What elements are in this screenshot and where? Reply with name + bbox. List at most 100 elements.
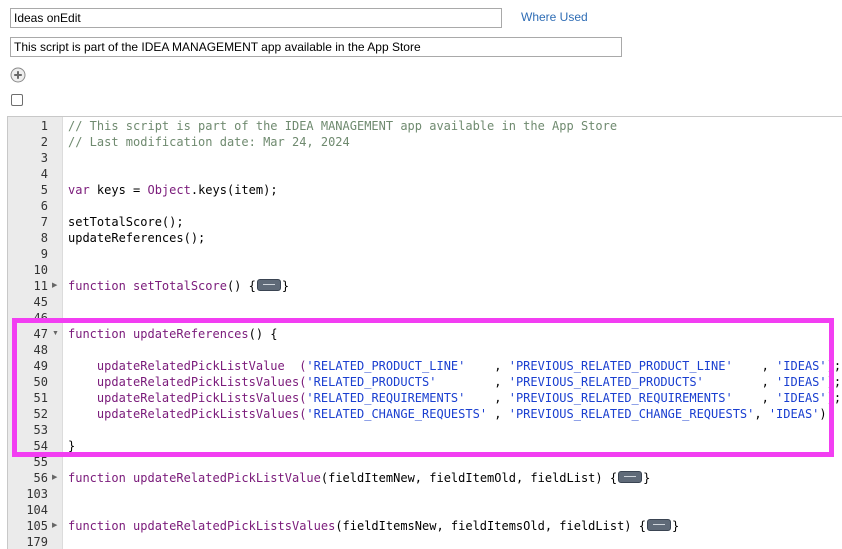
code-token: ,	[436, 375, 509, 389]
function-token: updateRelatedPickListValue	[125, 471, 321, 485]
keyword-token: function	[68, 471, 126, 485]
string-token: 'RELATED_PRODUCTS'	[306, 375, 437, 389]
fold-closed-icon[interactable]: ▶	[52, 474, 58, 481]
script-description-input[interactable]: This script is part of the IDEA MANAGEME…	[10, 37, 622, 57]
code-token: ,	[754, 407, 769, 421]
code-token: );	[826, 375, 842, 389]
string-token: 'PREVIOUS_RELATED_PRODUCTS'	[508, 375, 704, 389]
code-token: ,	[732, 391, 777, 405]
function-token: updateRelatedPickListValue (	[68, 359, 307, 373]
code-token: ,	[465, 359, 509, 373]
line-number: 7	[40, 215, 48, 229]
line-number: 52	[33, 407, 48, 421]
line-number: 50	[33, 375, 48, 389]
code-line: updateRelatedPickListValue ('RELATED_PRO…	[68, 358, 841, 374]
script-name-input[interactable]: Ideas onEdit	[10, 8, 502, 28]
code-line: // Last modification date: Mar 24, 2024	[68, 135, 350, 149]
code-line: function updateReferences() {	[68, 326, 278, 342]
line-number: 51	[33, 391, 48, 405]
code-editor[interactable]: 1 2 3 4 5 6 7 8 9 10 11 45 46 47 48 49 5…	[7, 116, 842, 549]
code-token: );	[826, 359, 842, 373]
keyword-token: var	[68, 183, 90, 197]
code-line: function updateRelatedPickListValue(fiel…	[68, 470, 650, 486]
code-line: function updateRelatedPickListsValues(fi…	[68, 518, 679, 534]
line-number: 104	[26, 503, 48, 517]
line-number: 47	[33, 327, 48, 341]
function-token: updateReferences	[125, 327, 249, 341]
line-number: 6	[40, 199, 48, 213]
line-number: 54	[33, 439, 48, 453]
where-used-link[interactable]: Where Used	[521, 10, 588, 24]
function-token: updateRelatedPickListsValues	[125, 519, 336, 533]
function-token: setTotalScore	[125, 279, 227, 293]
line-number: 45	[33, 295, 48, 309]
line-number: 49	[33, 359, 48, 373]
string-token: 'PREVIOUS_RELATED_REQUIREMENTS'	[508, 391, 733, 405]
string-token: 'RELATED_CHANGE_REQUESTS'	[306, 407, 488, 421]
line-number: 103	[26, 487, 48, 501]
code-token: );	[819, 407, 834, 421]
line-number: 179	[26, 535, 48, 549]
string-token: 'IDEAS'	[776, 391, 827, 405]
code-token: }	[281, 279, 290, 293]
code-line: // This script is part of the IDEA MANAG…	[68, 119, 618, 133]
string-token: 'IDEAS'	[776, 359, 827, 373]
line-number: 9	[40, 247, 48, 261]
code-token: ,	[487, 407, 509, 421]
keyword-token: function	[68, 279, 126, 293]
string-token: 'IDEAS'	[768, 407, 820, 421]
code-token: (fieldItemsNew, fieldItemsOld, fieldList…	[335, 519, 646, 533]
function-token: updateRelatedPickListsValues(	[68, 375, 307, 389]
code-token: ,	[732, 359, 777, 373]
line-number: 56	[33, 471, 48, 485]
line-number: 46	[33, 311, 48, 325]
function-token: Object	[147, 183, 191, 197]
code-line: var keys = Object.keys(item);	[68, 182, 278, 198]
code-line: updateReferences();	[68, 231, 206, 245]
code-line: updateRelatedPickListsValues('RELATED_PR…	[68, 374, 841, 390]
checkbox[interactable]	[11, 94, 23, 106]
code-line: updateRelatedPickListsValues('RELATED_CH…	[68, 406, 834, 422]
code-token: (fieldItemNew, fieldItemOld, fieldList) …	[320, 471, 618, 485]
code-line: function setTotalScore() {}	[68, 278, 289, 294]
string-token: 'PREVIOUS_RELATED_CHANGE_REQUESTS'	[508, 407, 755, 421]
code-line: updateRelatedPickListsValues('RELATED_RE…	[68, 390, 841, 406]
fold-closed-icon[interactable]: ▶	[52, 282, 58, 289]
code-token: );	[826, 391, 842, 405]
line-number: 55	[33, 455, 48, 469]
folded-code-icon[interactable]	[618, 471, 643, 483]
line-number: 4	[40, 167, 48, 181]
line-number: 48	[33, 343, 48, 357]
keyword-token: function	[68, 327, 126, 341]
line-number: 10	[33, 263, 48, 277]
code-token: .keys(item);	[190, 183, 278, 197]
code-token: () {	[226, 279, 256, 293]
line-number: 2	[40, 135, 48, 149]
folded-code-icon[interactable]	[256, 279, 281, 291]
keyword-token: function	[68, 519, 126, 533]
plus-circle-icon[interactable]	[10, 67, 26, 83]
function-token: updateRelatedPickListsValues(	[68, 391, 307, 405]
code-token: }	[643, 471, 651, 485]
fold-open-icon[interactable]: ▼	[52, 330, 59, 337]
code-token: }	[671, 519, 680, 533]
code-token: () {	[248, 327, 278, 341]
fold-closed-icon[interactable]: ▶	[52, 522, 58, 529]
code-line: setTotalScore();	[68, 215, 184, 229]
string-token: 'RELATED_PRODUCT_LINE'	[306, 359, 466, 373]
code-token: keys =	[89, 183, 148, 197]
line-number: 5	[40, 183, 48, 197]
function-token: updateRelatedPickListsValues(	[68, 407, 307, 421]
line-number: 11	[33, 279, 48, 293]
code-token: ,	[465, 391, 509, 405]
line-number: 3	[40, 151, 48, 165]
line-number-gutter: 1 2 3 4 5 6 7 8 9 10 11 45 46 47 48 49 5…	[8, 117, 63, 549]
string-token: 'RELATED_REQUIREMENTS'	[306, 391, 466, 405]
string-token: 'IDEAS'	[776, 375, 827, 389]
code-token: ,	[703, 375, 777, 389]
string-token: 'PREVIOUS_RELATED_PRODUCT_LINE'	[508, 359, 733, 373]
line-number: 105	[26, 519, 48, 533]
line-number: 53	[33, 423, 48, 437]
folded-code-icon[interactable]	[646, 519, 671, 531]
line-number: 8	[40, 231, 48, 245]
